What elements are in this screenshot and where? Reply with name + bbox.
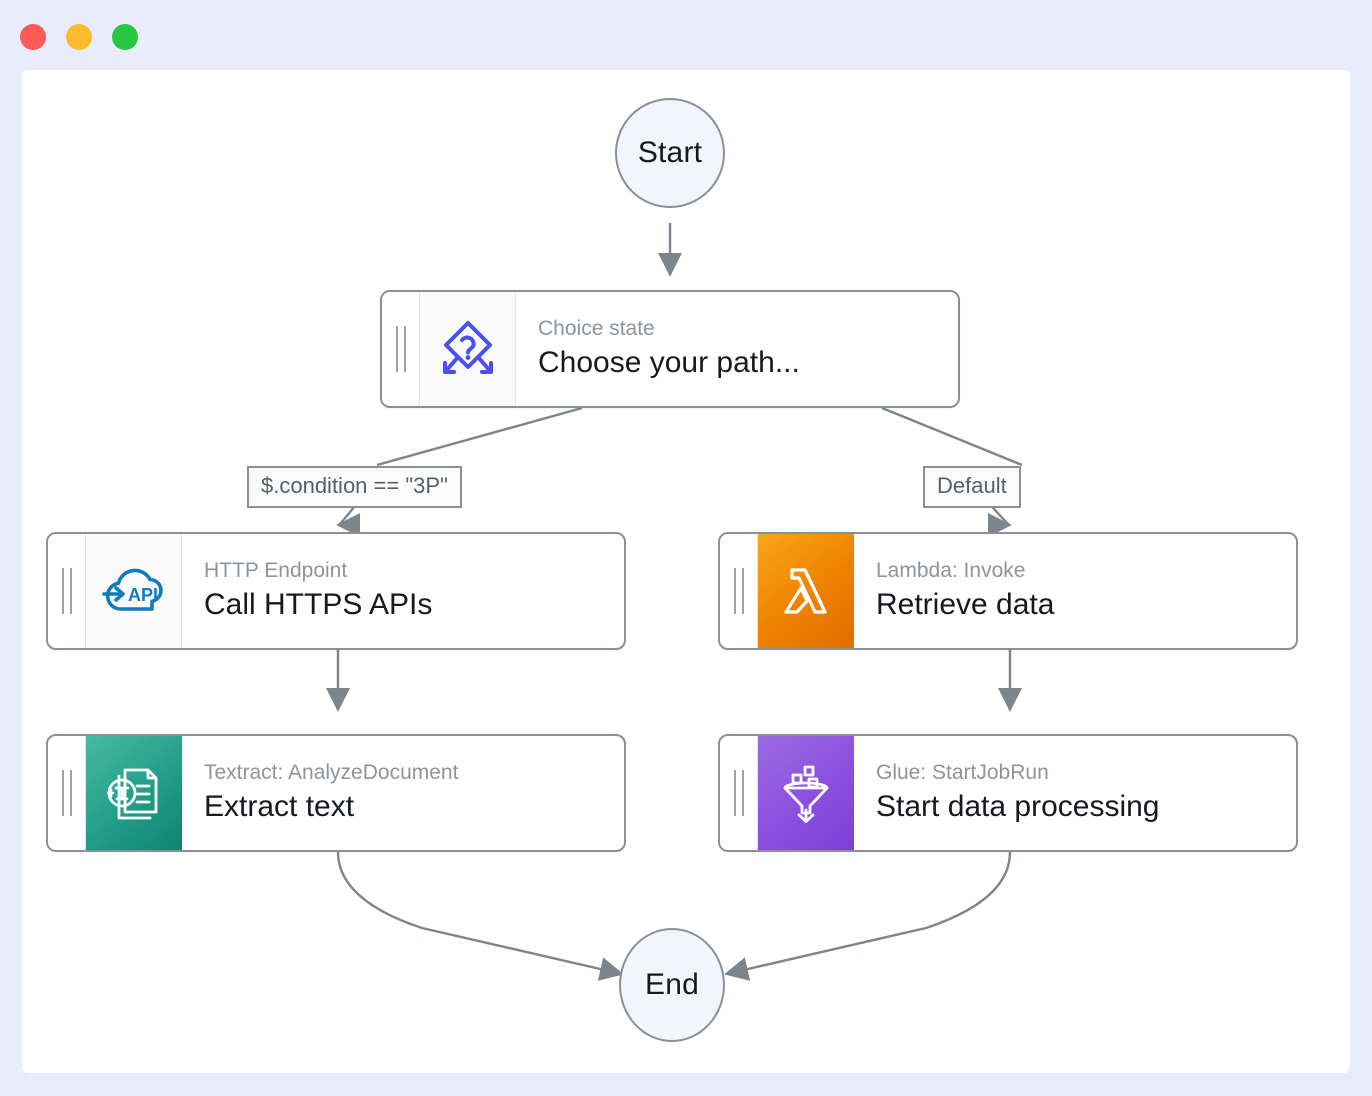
node-subtitle: Textract: AnalyzeDocument xyxy=(204,760,459,784)
end-node[interactable]: End xyxy=(619,928,725,1042)
drag-handle[interactable] xyxy=(720,736,758,850)
state-node-lambda-invoke[interactable]: Lambda: Invoke Retrieve data xyxy=(718,532,1298,650)
end-node-label: End xyxy=(645,968,699,1001)
state-node-http-endpoint[interactable]: API HTTP Endpoint Call HTTPS APIs xyxy=(46,532,626,650)
node-subtitle: Choice state xyxy=(538,316,655,340)
workflow-stage: Start Choice state Choose your path xyxy=(22,70,1350,1073)
drag-handle[interactable] xyxy=(48,736,86,850)
start-node[interactable]: Start xyxy=(615,98,725,208)
node-subtitle: Glue: StartJobRun xyxy=(876,760,1049,784)
state-node-choice[interactable]: Choice state Choose your path... xyxy=(380,290,960,408)
node-labels: Glue: StartJobRun Start data processing xyxy=(854,736,1296,850)
edge-label-text: Default xyxy=(937,473,1007,498)
edge-label-default[interactable]: Default xyxy=(923,466,1021,508)
svg-text:API: API xyxy=(128,585,158,605)
traffic-lights xyxy=(20,24,138,50)
drag-handle[interactable] xyxy=(48,534,86,648)
minimize-button-icon[interactable] xyxy=(66,24,92,50)
choice-diamond-question-icon xyxy=(420,292,516,406)
node-title: Start data processing xyxy=(876,790,1160,824)
node-title: Retrieve data xyxy=(876,588,1055,622)
node-labels: Choice state Choose your path... xyxy=(516,292,958,406)
edge-label-condition[interactable]: $.condition == "3P" xyxy=(247,466,462,508)
drag-handle[interactable] xyxy=(382,292,420,406)
state-node-glue[interactable]: Glue: StartJobRun Start data processing xyxy=(718,734,1298,852)
node-subtitle: HTTP Endpoint xyxy=(204,558,348,582)
drag-handle[interactable] xyxy=(720,534,758,648)
workflow-edges xyxy=(326,223,1023,981)
edge-textract-to-end xyxy=(336,851,624,981)
node-labels: HTTP Endpoint Call HTTPS APIs xyxy=(182,534,624,648)
edge-choice-to-left-label xyxy=(376,406,583,467)
api-cloud-icon: API xyxy=(86,534,182,648)
edge-glue-to-end xyxy=(724,851,1012,981)
node-title: Choose your path... xyxy=(538,346,800,380)
workflow-canvas[interactable]: Start Choice state Choose your path xyxy=(22,70,1350,1073)
node-subtitle: Lambda: Invoke xyxy=(876,558,1026,582)
textract-document-icon xyxy=(86,736,182,850)
close-button-icon[interactable] xyxy=(20,24,46,50)
window-titlebar xyxy=(0,0,1372,72)
start-node-label: Start xyxy=(637,136,703,169)
lambda-icon xyxy=(758,534,854,648)
state-node-textract[interactable]: Textract: AnalyzeDocument Extract text xyxy=(46,734,626,852)
node-title: Extract text xyxy=(204,790,355,824)
node-title: Call HTTPS APIs xyxy=(204,588,433,622)
node-labels: Textract: AnalyzeDocument Extract text xyxy=(182,736,624,850)
edge-choice-to-right-label xyxy=(881,406,1023,467)
maximize-button-icon[interactable] xyxy=(112,24,138,50)
edge-label-text: $.condition == "3P" xyxy=(261,473,448,498)
node-labels: Lambda: Invoke Retrieve data xyxy=(854,534,1296,648)
glue-funnel-icon xyxy=(758,736,854,850)
